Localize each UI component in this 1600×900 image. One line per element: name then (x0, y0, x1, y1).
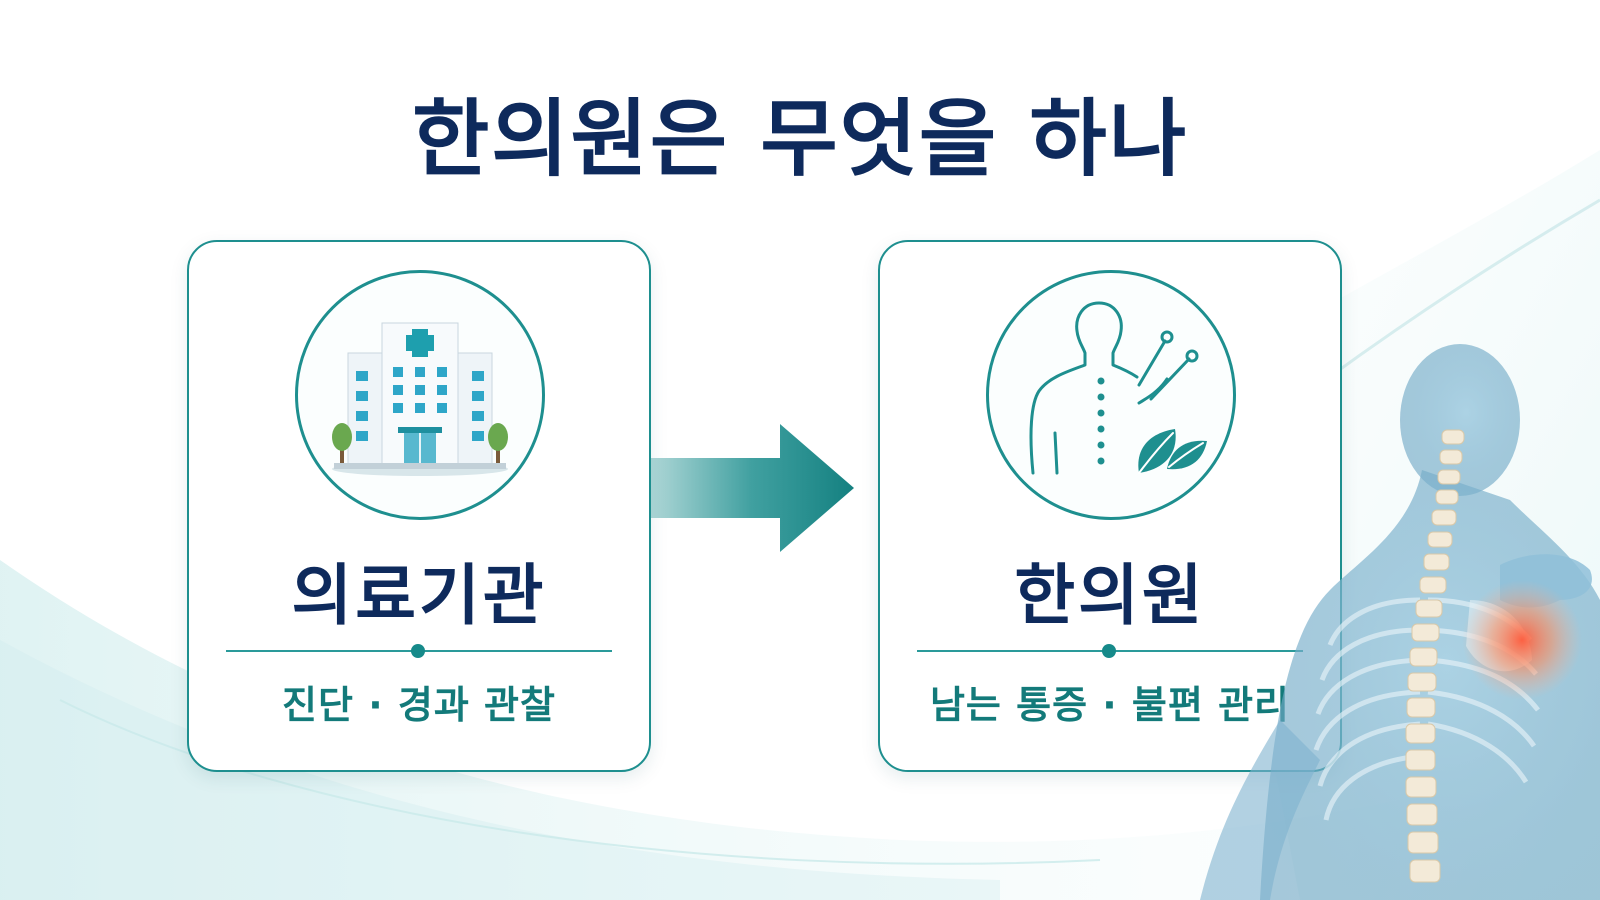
card-medical-institution: 의료기관 진단 · 경과 관찰 (187, 240, 651, 772)
divider-dot (411, 644, 425, 658)
hospital-building-icon (295, 270, 545, 520)
card-korean-medicine-clinic: 한의원 남는 통증 · 불편 관리 (878, 240, 1342, 772)
card-subtitle-medical-institution: 진단 · 경과 관찰 (282, 683, 556, 727)
divider-dot (1102, 644, 1116, 658)
card-title-medical-institution: 의료기관 (291, 557, 547, 634)
shoulder-pain-skeleton-icon (1200, 344, 1600, 900)
card-subtitle-korean-medicine-clinic: 남는 통증 · 불편 관리 (929, 683, 1291, 727)
page-title: 한의원은 무엇을 하나 (411, 90, 1188, 188)
card-title-korean-medicine-clinic: 한의원 (1014, 557, 1206, 634)
right-arrow-icon (650, 424, 854, 552)
acupuncture-body-icon (986, 270, 1236, 520)
